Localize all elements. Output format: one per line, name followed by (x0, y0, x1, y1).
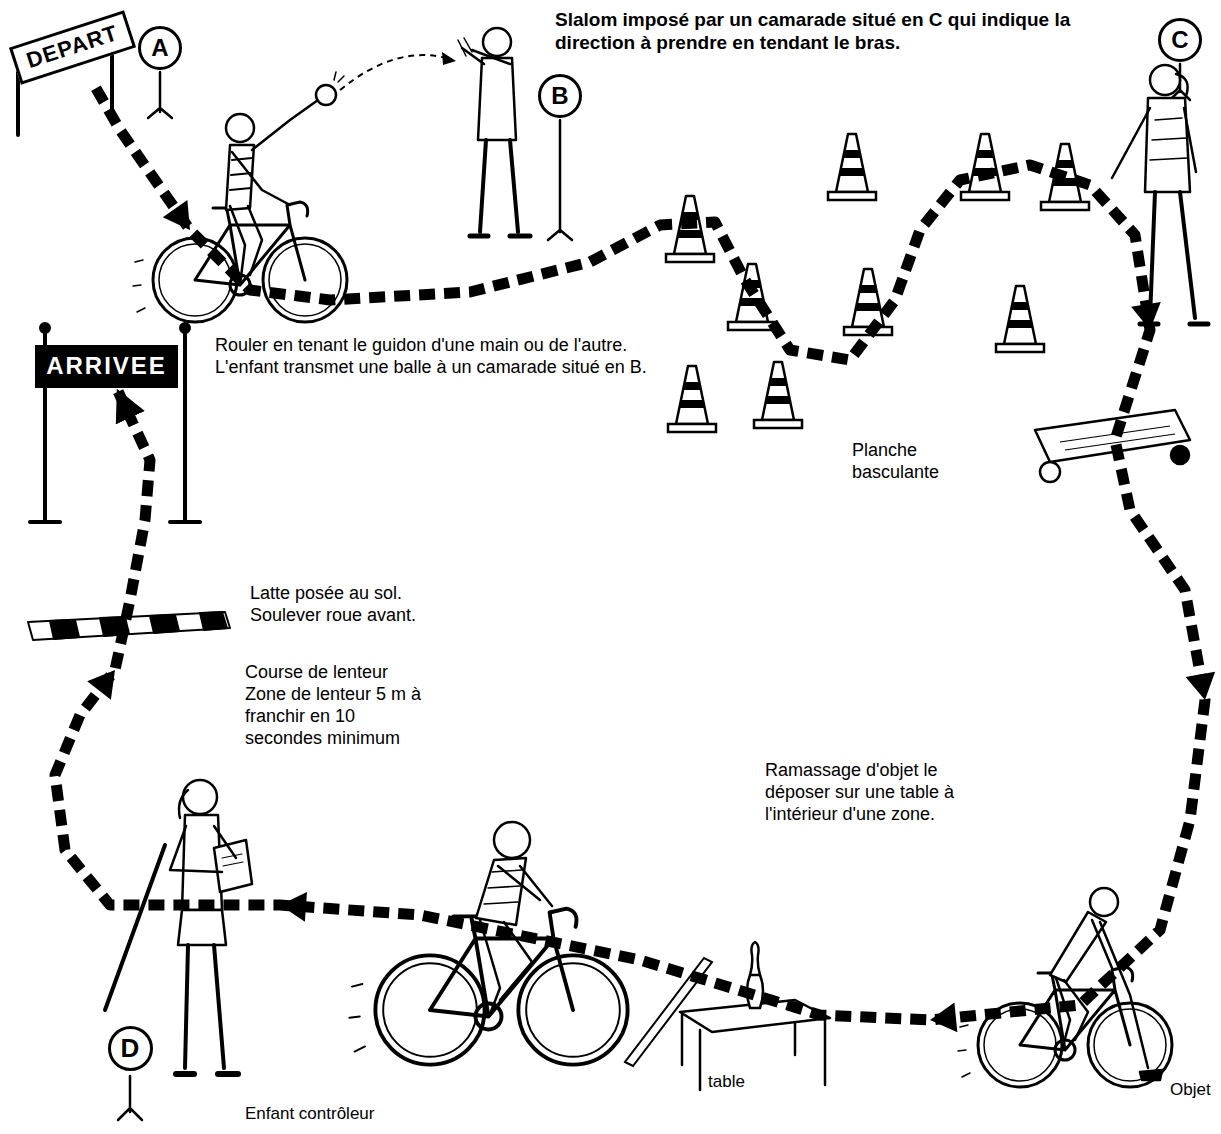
course-illustration (133, 202, 347, 322)
controller-child (170, 826, 236, 872)
rider-throwing (334, 72, 344, 82)
controller-child (178, 910, 226, 945)
ball-pass-arrow (442, 52, 456, 65)
sign-stands (148, 72, 172, 118)
controller-child (105, 845, 165, 1010)
instruction-note: Course de lenteur Zone de lenteur 5 m à … (245, 662, 430, 750)
course-illustration (996, 286, 1044, 352)
rider-slow-race (498, 866, 552, 906)
node-text: D (121, 1034, 140, 1063)
rider-throwing (252, 100, 318, 150)
pointing-person (1112, 108, 1196, 178)
rider-throwing (316, 85, 336, 105)
start-banner: DEPART (9, 10, 136, 84)
route-arrowhead (1131, 302, 1161, 330)
finish-posts (30, 332, 200, 522)
part-label: Enfant contrôleur (245, 1104, 374, 1125)
controller-child (179, 790, 188, 818)
station-label: Planche basculante (852, 440, 992, 484)
node-text: C (1171, 27, 1188, 53)
table (750, 974, 760, 977)
pointing-person (1176, 74, 1188, 96)
course-illustration (666, 196, 714, 262)
rider-throwing (226, 114, 254, 142)
part-label: table (708, 1072, 745, 1093)
instruction-note: Slalom imposé par un camarade situé en C… (555, 8, 1155, 54)
course-illustration (728, 264, 776, 330)
rider-throwing (226, 145, 254, 210)
station-sign: B (538, 74, 582, 118)
pointing-person (1145, 98, 1190, 192)
ground-latte (50, 612, 227, 639)
ball-pass-arrow (340, 52, 456, 90)
rider-throwing (226, 72, 344, 285)
finish-posts (30, 324, 200, 522)
course-illustration (349, 909, 627, 1065)
node-text: A (151, 35, 168, 61)
course-illustration (828, 134, 876, 200)
ball-pass-arrow (340, 55, 446, 90)
course-illustration (844, 269, 892, 335)
route-arrowhead (280, 892, 307, 922)
catcher-person (458, 28, 530, 236)
sign-stands (548, 120, 572, 240)
node-text: DEPART (24, 21, 122, 73)
pointing-person (1150, 118, 1187, 160)
node-text: B (551, 83, 568, 109)
part-label: Objet (1170, 1080, 1211, 1101)
rider-slow-race (476, 822, 552, 1014)
route-arrowhead (1186, 672, 1216, 700)
rider-picking-object (1092, 920, 1112, 968)
course-illustration (754, 362, 802, 428)
station-sign: D (108, 1026, 153, 1071)
finish-posts (41, 324, 49, 332)
pointing-person (1150, 65, 1180, 95)
rider-slow-race (484, 870, 522, 904)
rider-picking-object (1056, 978, 1088, 1050)
controller-child (183, 780, 217, 814)
instruction-note: Ramassage d'objet le déposer sur une tab… (765, 760, 980, 826)
instruction-note: Latte posée au sol. Soulever roue avant. (250, 583, 450, 627)
catcher-person (478, 58, 516, 140)
catcher-person (470, 234, 530, 239)
catcher-person (462, 48, 510, 64)
course-route (55, 88, 1205, 1020)
course-illustration (668, 366, 716, 432)
controller-child (105, 780, 252, 1074)
controller-child (176, 1071, 238, 1077)
node-text: ARRIVEE (46, 353, 167, 379)
rider-throwing (232, 152, 290, 205)
pointing-person (1112, 65, 1208, 324)
controller-child (222, 854, 243, 866)
catcher-person (480, 140, 518, 232)
route-arrowhead (163, 200, 190, 230)
station-sign: A (138, 26, 182, 70)
rider-picking-object (1140, 1070, 1162, 1080)
finish-banner: ARRIVEE (35, 345, 178, 388)
route-arrowhead (87, 670, 115, 700)
station-sign: C (1158, 18, 1202, 62)
rider-picking-object (1090, 888, 1118, 916)
course-illustration (958, 967, 1172, 1087)
controller-child (185, 945, 224, 1068)
catcher-person (458, 38, 472, 56)
rider-picking-object (1050, 912, 1106, 982)
route-arrowhead (930, 1002, 957, 1032)
finish-posts (181, 324, 189, 332)
sign-stands (118, 1076, 142, 1120)
seesaw-plank (1171, 446, 1189, 464)
rider-slow-race (494, 822, 530, 858)
pointing-person (1150, 192, 1195, 318)
seesaw-plank (1040, 462, 1060, 482)
controller-child (214, 840, 252, 892)
instruction-note: Rouler en tenant le guidon d'une main ou… (215, 335, 660, 379)
catcher-person (483, 28, 511, 56)
